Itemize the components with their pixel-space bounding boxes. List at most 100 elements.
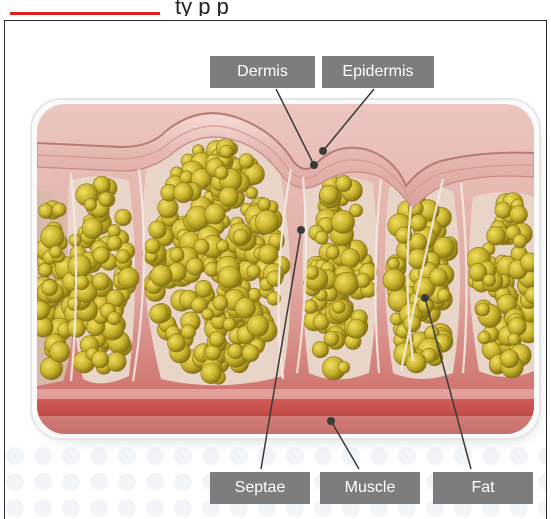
fat-globule [151, 265, 173, 287]
fat-globule [205, 204, 226, 225]
fat-globule [108, 312, 121, 325]
epidermis-label: Epidermis [322, 56, 434, 88]
fat-globule [38, 263, 52, 277]
fat-globule [50, 246, 62, 258]
fat-globule [218, 266, 241, 289]
dermis-label: Dermis [210, 56, 315, 88]
fat-label-text: Fat [471, 479, 494, 497]
fat-globule [336, 176, 352, 192]
muscle-dot [327, 417, 335, 425]
fat-globule [52, 203, 66, 217]
fat-globule [223, 318, 236, 331]
fat-globule [215, 166, 229, 180]
fat-globule [347, 319, 366, 338]
fat-globule [258, 198, 271, 211]
fat-globule [324, 331, 339, 346]
fat-label: Fat [433, 472, 533, 504]
septae-label-text: Septae [235, 479, 286, 497]
fat-globule [478, 331, 491, 344]
fat-globule [170, 248, 185, 263]
fat-globule [213, 295, 228, 310]
fat-globule [513, 234, 527, 248]
fat-globule [220, 145, 233, 158]
fat-globule [338, 361, 350, 373]
septae-label: Septae [210, 472, 310, 504]
muscle-label-text: Muscle [345, 479, 396, 497]
fat-globule [107, 352, 126, 371]
top-partial-heading: ty p p [175, 0, 551, 16]
fat-globule [233, 229, 248, 244]
fat-globule [149, 221, 167, 239]
fat-globule [50, 342, 70, 362]
fat-globule [305, 266, 319, 280]
fat-globule [41, 280, 57, 296]
fat-globule [487, 226, 506, 245]
fat-globule [383, 269, 405, 291]
fat-globule [228, 344, 243, 359]
fat-globule [41, 225, 64, 248]
fat-globule [508, 333, 520, 345]
fat-globule [115, 209, 132, 226]
epidermis-dot [319, 147, 327, 155]
fat-globule [242, 345, 259, 362]
fat-globule [331, 210, 354, 233]
fat-globule [495, 202, 512, 219]
fat-globule [217, 240, 229, 252]
skin-layers-illustration [5, 21, 546, 519]
fat-globule [92, 273, 109, 290]
fat-globule [173, 183, 193, 203]
fat-globule [150, 304, 169, 323]
fat-globule [247, 265, 261, 279]
fat-globule [239, 154, 254, 169]
dermis-dot [310, 161, 318, 169]
fat-globule [168, 334, 186, 352]
fat-globule [320, 185, 339, 204]
fat-globule [483, 274, 496, 287]
diagram-panel: Dermis Epidermis Septae Muscle Fat [4, 20, 547, 519]
fat-globule [209, 332, 225, 348]
septae-dot [297, 226, 305, 234]
fat-globule [84, 199, 96, 211]
fat-globule [259, 245, 278, 264]
fat-globule [219, 187, 239, 207]
fat-globule [195, 280, 212, 297]
fat-globule [410, 215, 427, 232]
fat-globule [186, 258, 204, 276]
fat-globule [500, 350, 518, 368]
fat-globule [118, 268, 139, 289]
fat-globule [99, 192, 113, 206]
dermis-label-text: Dermis [237, 63, 288, 81]
fat-globule [335, 272, 358, 295]
fat-globule [235, 298, 256, 319]
fat-globule [406, 353, 426, 373]
fat-globule [82, 218, 103, 239]
fat-dot [421, 294, 429, 302]
fat-globule [68, 255, 91, 278]
fat-globule [341, 249, 360, 268]
fat-globule [145, 238, 160, 253]
muscle-label: Muscle [320, 472, 420, 504]
fat-globule [247, 315, 269, 337]
top-strip: ty p p [0, 0, 551, 20]
fat-globule [315, 231, 328, 244]
fat-globule [508, 317, 526, 335]
fat-globule [92, 351, 109, 368]
fat-globule [333, 301, 346, 314]
fat-globule [39, 204, 54, 219]
fat-globule [388, 258, 400, 270]
fat-globule [93, 247, 110, 264]
fat-globule [437, 289, 450, 302]
fat-globule [476, 303, 489, 316]
fat-globule [67, 297, 80, 310]
fat-globule [510, 206, 528, 224]
fat-globule [107, 236, 122, 251]
fat-globule [116, 250, 130, 264]
fat-globule [304, 300, 318, 314]
top-accent-underline [10, 12, 160, 15]
fat-globule [255, 210, 279, 234]
muscle-highlight [37, 389, 534, 399]
fat-globule [202, 308, 214, 320]
fat-globule [326, 246, 340, 260]
fat-globule [429, 268, 447, 286]
epidermis-label-text: Epidermis [342, 63, 413, 81]
